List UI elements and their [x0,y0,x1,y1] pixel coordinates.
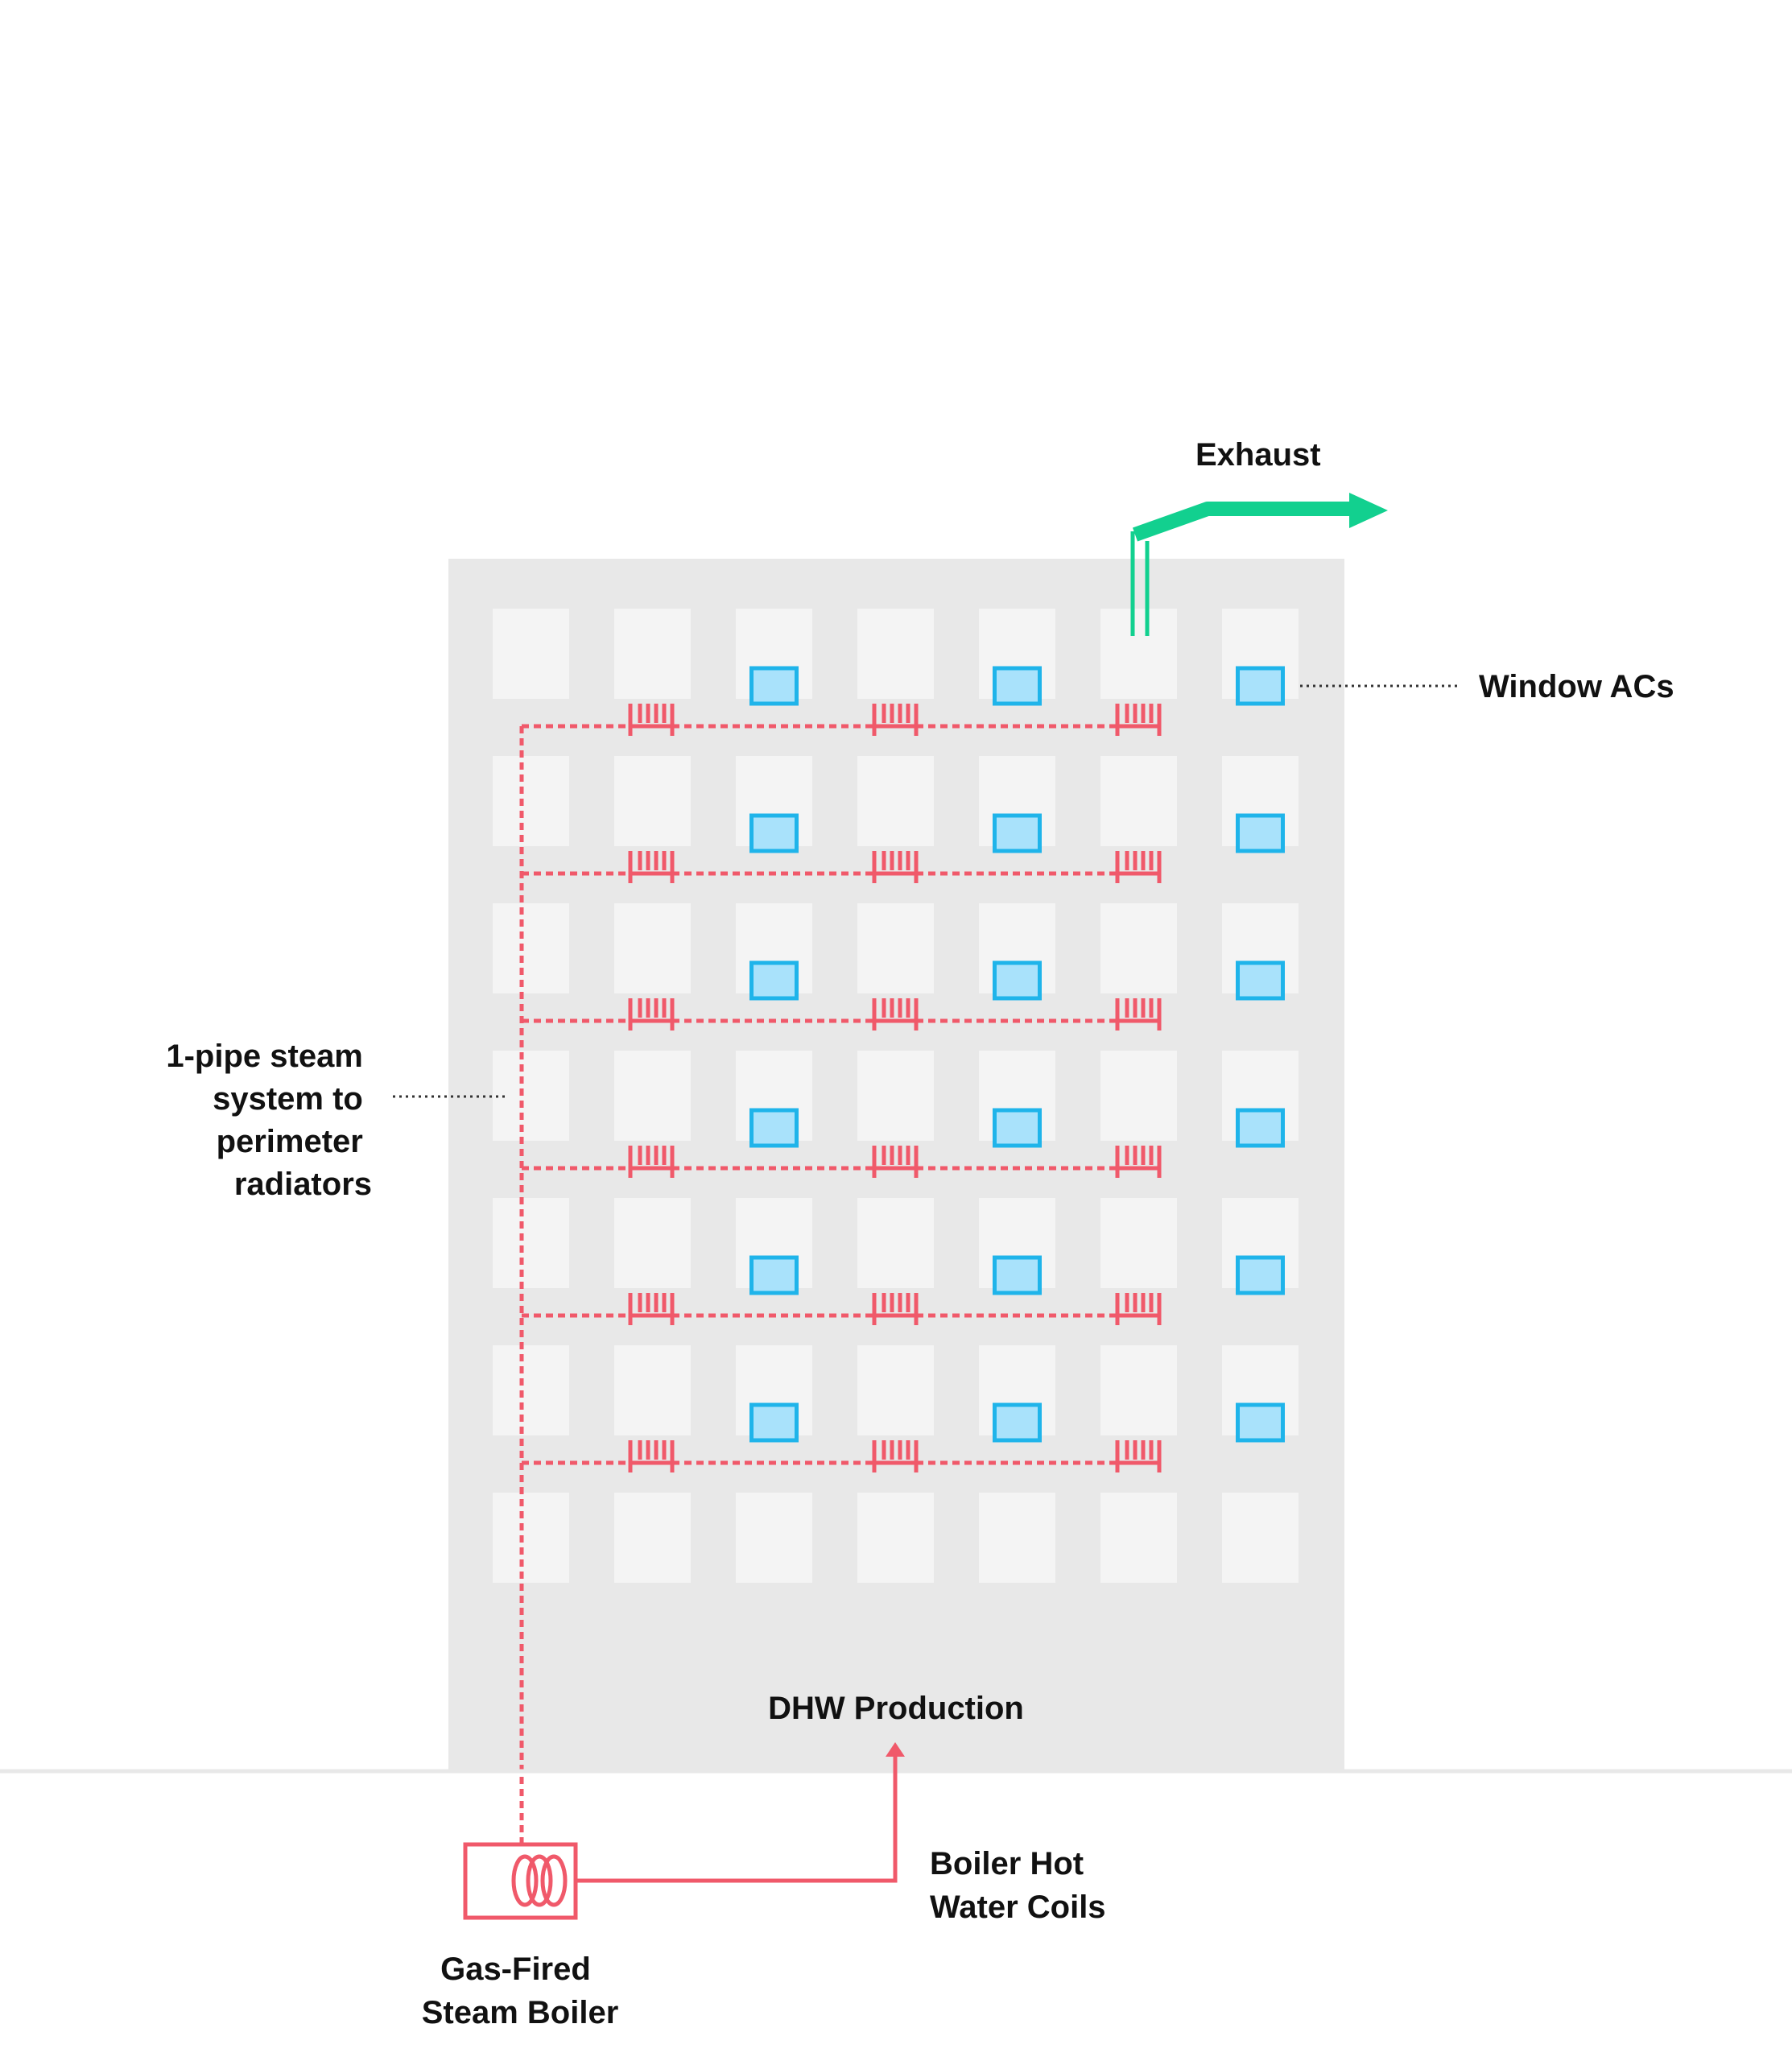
steam-system-label-line-4: radiators [234,1167,372,1202]
window-ac-icon [749,1108,799,1148]
window-grid [493,609,1299,1583]
building-window [614,1051,691,1141]
radiator-icon [872,1293,919,1325]
window-ac-icon [1236,813,1285,853]
building-facade [448,559,1344,1770]
building-window [614,1493,691,1583]
building-window [857,1198,934,1288]
radiator-icon [872,851,919,883]
building-window [1100,1345,1177,1435]
exhaust-arrow [1132,502,1352,542]
building-window [857,609,934,699]
steam-system-label-line-2: system to [213,1081,363,1117]
radiator-icon [1115,704,1162,736]
window-ac-icon [993,1108,1042,1148]
dhw-production-label: DHW Production [768,1691,1024,1726]
boiler-label: Gas-Fired Steam Boiler [422,1952,619,2030]
window-ac-icon [1236,1402,1285,1443]
dhw-arrowhead [886,1742,905,1757]
radiator-icon [872,998,919,1030]
building-window [614,1345,691,1435]
building-window [1100,1198,1177,1288]
building-window [614,756,691,846]
building-window [857,903,934,993]
window-ac-icon [749,813,799,853]
exhaust-flue [1130,493,1388,636]
window-ac-units [749,666,1285,1443]
radiator-icon [1115,998,1162,1030]
building-window [1100,1493,1177,1583]
radiator-icon [872,1146,919,1178]
radiator-icon [628,1146,675,1178]
window-acs-label: Window ACs [1479,669,1674,704]
boiler-label-line-2: Steam Boiler [422,1995,619,2030]
radiator-icon [628,851,675,883]
building-window [857,756,934,846]
building-window [979,1493,1055,1583]
window-ac-icon [749,666,799,706]
building-window [493,1345,569,1435]
steam-system-label-line-1: 1-pipe steam [166,1039,363,1074]
boiler-coils-label: Boiler Hot Water Coils [930,1846,1106,1925]
radiator-icon [1115,1440,1162,1472]
building-window [857,1051,934,1141]
radiator-icon [1115,1293,1162,1325]
building-window [614,1198,691,1288]
steam-system-label-line-3: perimeter [217,1124,363,1159]
building-window [493,609,569,699]
window-ac-icon [993,813,1042,853]
building-window [493,1493,569,1583]
boiler-hot-water-line [576,1755,898,1883]
window-ac-icon [993,666,1042,706]
radiator-icon [872,1440,919,1472]
radiator-icon [1115,851,1162,883]
building-window [1100,1051,1177,1141]
window-ac-icon [993,1255,1042,1295]
radiator-icon [628,1440,675,1472]
building-window [857,1493,934,1583]
window-ac-icon [749,1402,799,1443]
steam-pipe-network [519,704,1162,1844]
boiler-coil-icon [511,1854,568,1907]
building-window [1222,1493,1299,1583]
building-window [1100,756,1177,846]
building-window [493,756,569,846]
building-window [614,903,691,993]
boiler-coils-label-line-1: Boiler Hot [930,1846,1084,1881]
exhaust-label: Exhaust [1195,437,1321,473]
building-window [493,1198,569,1288]
building-window [493,1051,569,1141]
steam-system-label: 1-pipe steam system to perimeter radiato… [166,1039,372,1202]
boiler-box [463,1842,578,1920]
radiator-icon [628,704,675,736]
radiator-icon [628,998,675,1030]
exhaust-arrowhead [1349,493,1388,528]
window-ac-icon [1236,1108,1285,1148]
building-window [1100,903,1177,993]
radiator-icon [872,704,919,736]
window-ac-icon [1236,960,1285,1001]
window-ac-icon [749,1255,799,1295]
building-window [493,903,569,993]
building-window [736,1493,812,1583]
radiator-icon [1115,1146,1162,1178]
boiler-coils-label-line-2: Water Coils [930,1890,1106,1925]
boiler-label-line-1: Gas-Fired [440,1952,591,1987]
radiator-icon [628,1293,675,1325]
window-ac-icon [1236,1255,1285,1295]
building-window [1100,609,1177,699]
gas-fired-steam-boiler [463,1842,578,1920]
window-ac-icon [993,960,1042,1001]
building-window [614,609,691,699]
building-window [857,1345,934,1435]
window-ac-icon [1236,666,1285,706]
window-ac-icon [749,960,799,1001]
window-ac-icon [993,1402,1042,1443]
